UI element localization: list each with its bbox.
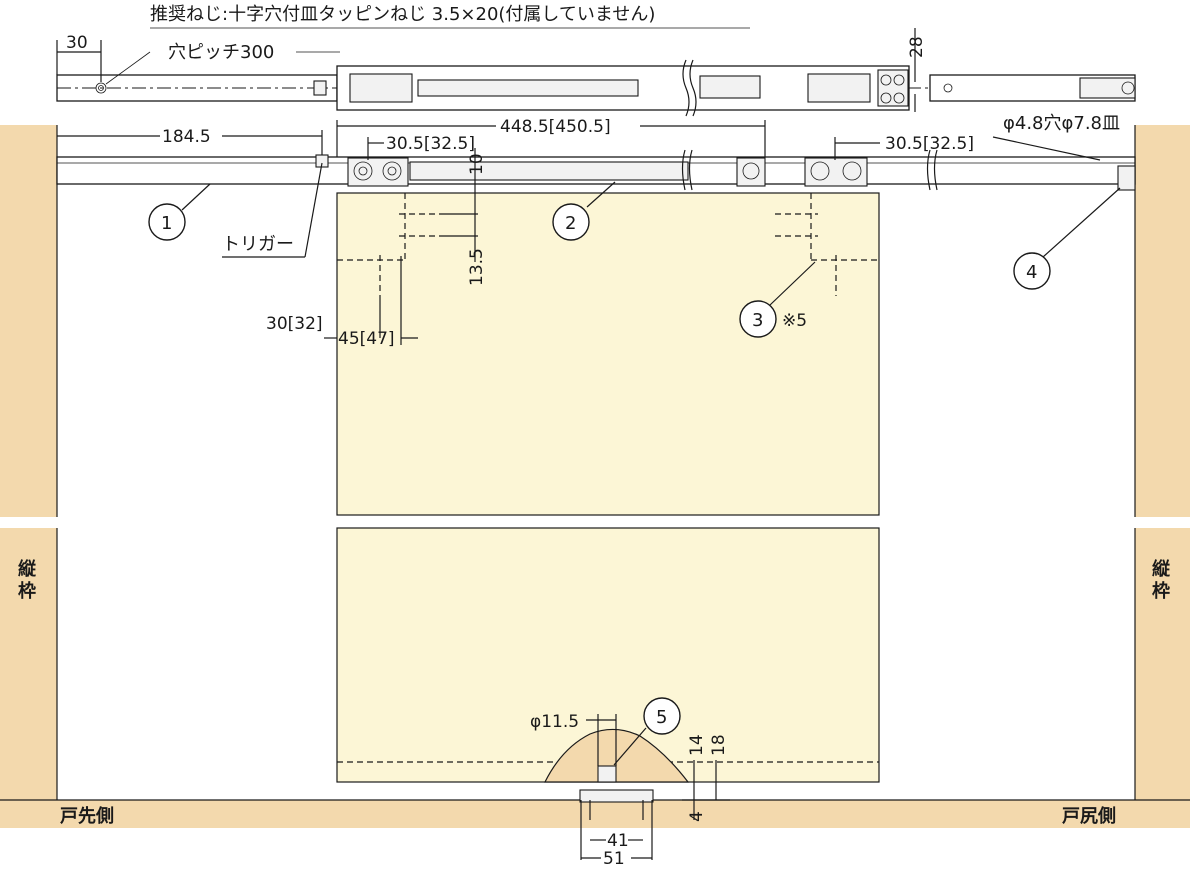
dimension-lines — [56, 27, 916, 859]
top-rail-plan — [56, 59, 1136, 117]
svg-text:2: 2 — [565, 213, 576, 234]
dim-30-5-left: 30.5[32.5] — [386, 134, 475, 154]
dim-phi11-5: φ11.5 — [530, 712, 579, 732]
svg-text:4: 4 — [1026, 262, 1037, 283]
callout-4: 4 — [1013, 252, 1051, 290]
floor — [0, 799, 1190, 828]
door-panel-upper — [336, 192, 880, 516]
dim-45-47: 45[47] — [338, 329, 395, 349]
dim-18: 18 — [709, 734, 729, 756]
right-frame-label-2: 枠 — [1152, 580, 1170, 602]
dim-14: 14 — [687, 734, 707, 756]
left-frame-label-1: 縦 — [18, 558, 37, 580]
dim-30-32: 30[32] — [266, 314, 323, 334]
right-frame-label-1: 縦 — [1152, 558, 1171, 580]
floor-guide — [579, 789, 654, 860]
dim-184-5: 184.5 — [162, 127, 211, 147]
trigger-label: トリガー — [222, 234, 294, 255]
leader-lines — [181, 136, 1121, 766]
dim-28: 28 — [907, 36, 927, 58]
door-front-side-label: 戸先側 — [60, 805, 114, 827]
left-frame-label-2: 枠 — [18, 580, 36, 602]
svg-text:5: 5 — [656, 707, 667, 728]
dim-10: 10 — [467, 153, 487, 175]
note-mark: ※5 — [782, 311, 807, 331]
hole-pitch-label: 穴ピッチ300 — [168, 42, 274, 63]
left-frame — [0, 125, 58, 800]
elevation-rail — [56, 149, 1136, 191]
dim-448-5: 448.5[450.5] — [500, 117, 611, 137]
callout-1: 1 — [148, 203, 186, 241]
dim-51: 51 — [603, 849, 625, 869]
callout-2: 2 — [552, 203, 590, 241]
callout-3: 3 — [739, 300, 777, 338]
screw-note: 推奨ねじ:十字穴付皿タッピンねじ 3.5×20(付属していません) — [150, 4, 655, 25]
dim-4: 4 — [687, 811, 707, 822]
dim-41: 41 — [607, 831, 629, 851]
dim-13-5: 13.5 — [467, 248, 487, 286]
svg-text:3: 3 — [752, 310, 763, 331]
dim-30: 30 — [66, 33, 88, 53]
door-rear-side-label: 戸尻側 — [1062, 805, 1116, 827]
svg-text:1: 1 — [161, 213, 172, 234]
right-frame — [1134, 125, 1190, 800]
hole-spec-label: φ4.8穴φ7.8皿 — [1003, 113, 1120, 134]
dim-30-5-right: 30.5[32.5] — [885, 134, 974, 154]
door-panel-lower — [336, 527, 880, 783]
callout-5: 5 — [643, 697, 681, 735]
